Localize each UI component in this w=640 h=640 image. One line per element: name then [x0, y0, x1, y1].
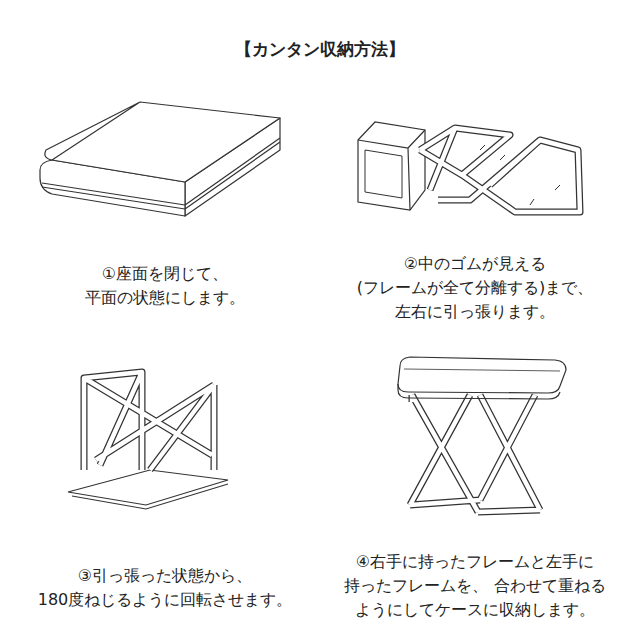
title: 【カンタン収納方法】	[235, 38, 405, 61]
twisted-frame	[68, 372, 228, 509]
opened-case	[358, 122, 580, 212]
step-caption: ④右手に持ったフレームと左手に 持ったフレームを、 合わせて重ねる ようにしてケ…	[336, 550, 614, 622]
step-caption: ②中のゴムが見える (フレームが全て分離する)まで、 左右に引っ張ります。	[340, 252, 610, 324]
step-caption: ③引っ張った状態から、 180度ねじるように回転させます。	[23, 564, 308, 612]
assembled-stool	[398, 357, 566, 512]
closed-case	[40, 102, 280, 216]
step-caption: ①座面を閉じて、 平面の状態にします。	[78, 262, 253, 310]
